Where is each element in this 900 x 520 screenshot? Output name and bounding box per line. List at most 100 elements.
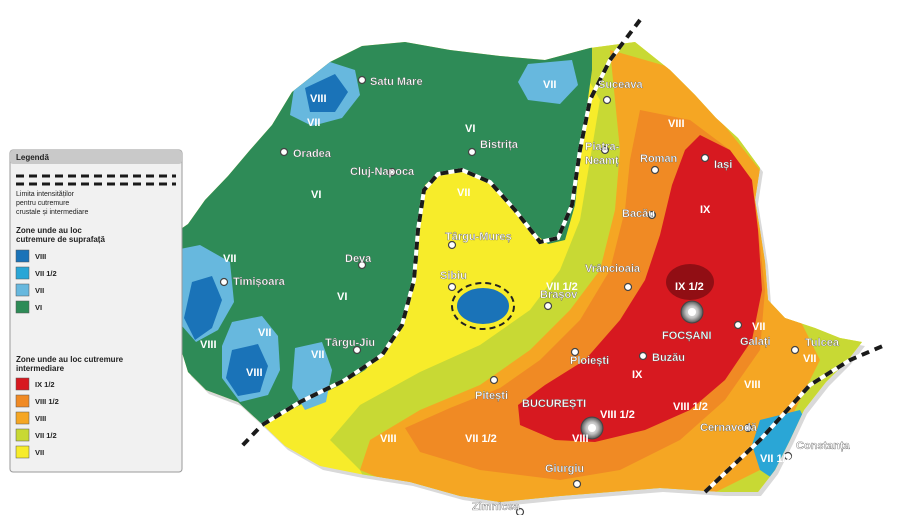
legend-item-label: VIII [35, 252, 46, 261]
zone-label: VII 1/2 [760, 453, 792, 465]
city-label: Tulcea [805, 337, 840, 349]
zone-label: VIII [744, 379, 761, 391]
zone-ix [518, 135, 762, 442]
city-label: Oradea [293, 148, 332, 160]
legend-limit-text-3: crustale și intermediare [16, 209, 88, 216]
zone-label: VI [311, 189, 321, 201]
city-label: Galați [740, 336, 771, 348]
city-marker [219, 277, 229, 287]
legend-item-label: VIII 1/2 [35, 397, 59, 406]
city-label: Buzău [652, 352, 685, 364]
zone-label: VIII [668, 118, 685, 130]
legend-item-label: VI [35, 303, 42, 312]
city-label: Neamț [585, 155, 619, 167]
city-label: Pitești [475, 390, 508, 402]
legend-swatch [15, 377, 30, 391]
city-marker-major-core [588, 424, 596, 432]
legend-limit-text-1: Limita intensităților [16, 191, 75, 198]
city-marker [733, 320, 743, 330]
city-marker [783, 451, 793, 461]
legend-limit-text-2: pentru cutremure [16, 200, 69, 207]
legend-swatch [15, 283, 30, 297]
city-label: Giurgiu [545, 463, 584, 475]
city-marker-major-core [688, 308, 696, 316]
legend-item-label: VII 1/2 [35, 269, 57, 278]
city-label: Suceava [598, 79, 644, 91]
legend-item-label: VII 1/2 [35, 431, 57, 440]
city-marker [447, 240, 457, 250]
legend-swatch [15, 411, 30, 425]
zone-label: VIII 1/2 [673, 401, 708, 413]
legend-item-label: VIII [35, 414, 46, 423]
legend-swatch [15, 445, 30, 459]
city-marker [447, 282, 457, 292]
zone-viii-fagaras [455, 286, 511, 326]
city-label: Bistrița [480, 139, 519, 151]
zone-label: VIII [246, 367, 263, 379]
zone-label: VII [311, 349, 324, 361]
zone-label: VII 1/2 [465, 433, 497, 445]
zone-label: IX [632, 369, 643, 381]
city-marker [600, 145, 610, 155]
zone-label: IX [700, 204, 711, 216]
city-label: Ploiești [570, 355, 609, 367]
city-label: BUCUREȘTI [522, 398, 586, 410]
city-marker [467, 147, 477, 157]
legend-intermediate-heading-1: Zone unde au loc cutremure [16, 355, 124, 364]
city-label: Vrâncioaia [585, 263, 641, 275]
zone-viii-nw [305, 74, 348, 112]
city-label: FOCȘANI [662, 330, 712, 342]
zone-ix-half-core [666, 264, 714, 300]
zone-viii-sw [226, 344, 268, 396]
zone-viii-fagaras-border [451, 282, 515, 330]
city-marker [647, 210, 657, 220]
city-label: Deva [345, 253, 372, 265]
zone-label: VII [307, 117, 320, 129]
city-marker [602, 95, 612, 105]
legend-intermediate-heading-2: intermediare [16, 364, 65, 373]
zone-label: VII [223, 253, 236, 265]
city-marker [357, 260, 367, 270]
legend-item-label: VII [35, 286, 44, 295]
legend-surface-heading-2: cutremure de suprafață [16, 235, 105, 244]
city-marker [790, 345, 800, 355]
legend-swatch [15, 266, 30, 280]
zone-label: VIII [310, 93, 327, 105]
legend-swatch [15, 300, 30, 314]
zone-viii-west [184, 276, 222, 340]
zone-label: VIII [572, 433, 589, 445]
legend-swatch [15, 394, 30, 408]
city-label: Cernavodă [700, 422, 758, 434]
limit-line-north-dashes [238, 18, 642, 450]
legend-surface-heading-1: Zone unde au loc [16, 226, 82, 235]
zone-label: VII [457, 187, 470, 199]
limit-lines [238, 18, 886, 494]
legend-item-label: IX 1/2 [35, 380, 55, 389]
legend-title-bar [10, 150, 182, 164]
legend-swatch [15, 249, 30, 263]
zone-label: VI [337, 291, 347, 303]
zone-label-layer: VIII VII VII VI VI VIII VII IX VI VII VII VIII VIII V… [200, 79, 816, 465]
zone-label: VIII [200, 339, 217, 351]
city-label: Piatra- [585, 141, 620, 153]
city-marker [387, 167, 397, 177]
legend-swatch [15, 428, 30, 442]
city-marker [357, 75, 367, 85]
zone-label: VII [258, 327, 271, 339]
city-label: Brașov [540, 289, 578, 301]
city-label: Constanța [796, 440, 851, 452]
city-marker [543, 301, 553, 311]
zone-label: VI [465, 123, 475, 135]
city-label: Bacău [622, 208, 655, 220]
zone-label: VIII [380, 433, 397, 445]
zone-label: VII [543, 79, 556, 91]
city-marker [572, 479, 582, 489]
legend-title: Legendă [16, 153, 49, 162]
city-label: Timișoara [233, 276, 286, 288]
zone-label: VII 1/2 [546, 281, 578, 293]
